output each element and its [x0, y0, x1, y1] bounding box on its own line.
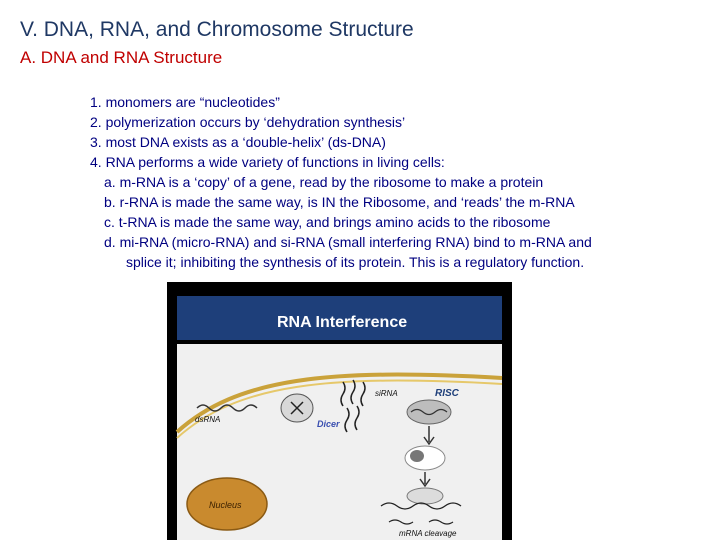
risc-subunit [410, 450, 424, 462]
dicer-cut-icon [290, 401, 304, 415]
arrow-down-2-head-icon [419, 478, 431, 488]
cleavage-label: mRNA cleavage [399, 529, 457, 538]
dsrna-strand [196, 404, 258, 412]
sub-item-b: b. r-RNA is made the same way, is IN the… [104, 194, 575, 210]
figure-title: RNA Interference [277, 314, 407, 331]
nuclear-membrane-inner [176, 379, 503, 439]
nuclear-membrane [175, 372, 503, 434]
figure-title-banner [177, 296, 502, 340]
risc-bound-rna [410, 408, 448, 416]
sirna-label: siRNA [375, 389, 398, 398]
bullet-item-4-text: 4. RNA performs a wide variety of functi… [90, 154, 445, 170]
slide-title: V. DNA, RNA, and Chromosome Structure [20, 18, 414, 41]
risc-label: RISC [435, 388, 460, 399]
sirna-fragment-4 [344, 407, 350, 433]
rna-interference-figure: RNA Interference Nucleus dsRNA Dicer siR… [167, 282, 512, 540]
dsrna-label: dsRNA [195, 415, 220, 424]
sub-item-a: a. m-RNA is a ‘copy’ of a gene, read by … [104, 174, 544, 190]
sub-item-d: d. mi-RNA (micro-RNA) and si-RNA (small … [104, 234, 592, 250]
bullet-list: 1. monomers are “nucleotides” 2. polymer… [90, 92, 592, 272]
bullet-item-4: 4. RNA performs a wide variety of functi… [90, 152, 592, 272]
bullet-item-3: 3. most DNA exists as a ‘double-helix’ (… [90, 134, 386, 150]
sub-item-c: c. t-RNA is made the same way, and bring… [104, 214, 551, 230]
arrow-down-1-head-icon [423, 436, 435, 446]
sub-item-d-continuation: splice it; inhibiting the synthesis of i… [126, 254, 585, 270]
mrna-strand [380, 502, 462, 510]
sub-list: a. m-RNA is a ‘copy’ of a gene, read by … [90, 172, 592, 272]
cleaved-mrna-left [388, 519, 414, 525]
bullet-item-1: 1. monomers are “nucleotides” [90, 94, 280, 110]
risc-complex-1 [406, 399, 452, 425]
nucleus-shape [186, 477, 268, 531]
dicer-label: Dicer [317, 419, 340, 429]
sirna-fragment-3 [360, 381, 366, 407]
nucleus-label: Nucleus [209, 500, 242, 510]
bullet-item-2: 2. polymerization occurs by ‘dehydration… [90, 114, 406, 130]
slide-subtitle: A. DNA and RNA Structure [20, 48, 223, 67]
risc-on-mrna [406, 487, 444, 505]
cleaved-mrna-right [428, 519, 454, 525]
sirna-fragment-5 [354, 405, 360, 431]
sirna-fragment-2 [350, 379, 356, 405]
rna-interference-diagram: RNA Interference Nucleus dsRNA Dicer siR… [167, 282, 512, 540]
sirna-fragment-1 [340, 381, 346, 407]
